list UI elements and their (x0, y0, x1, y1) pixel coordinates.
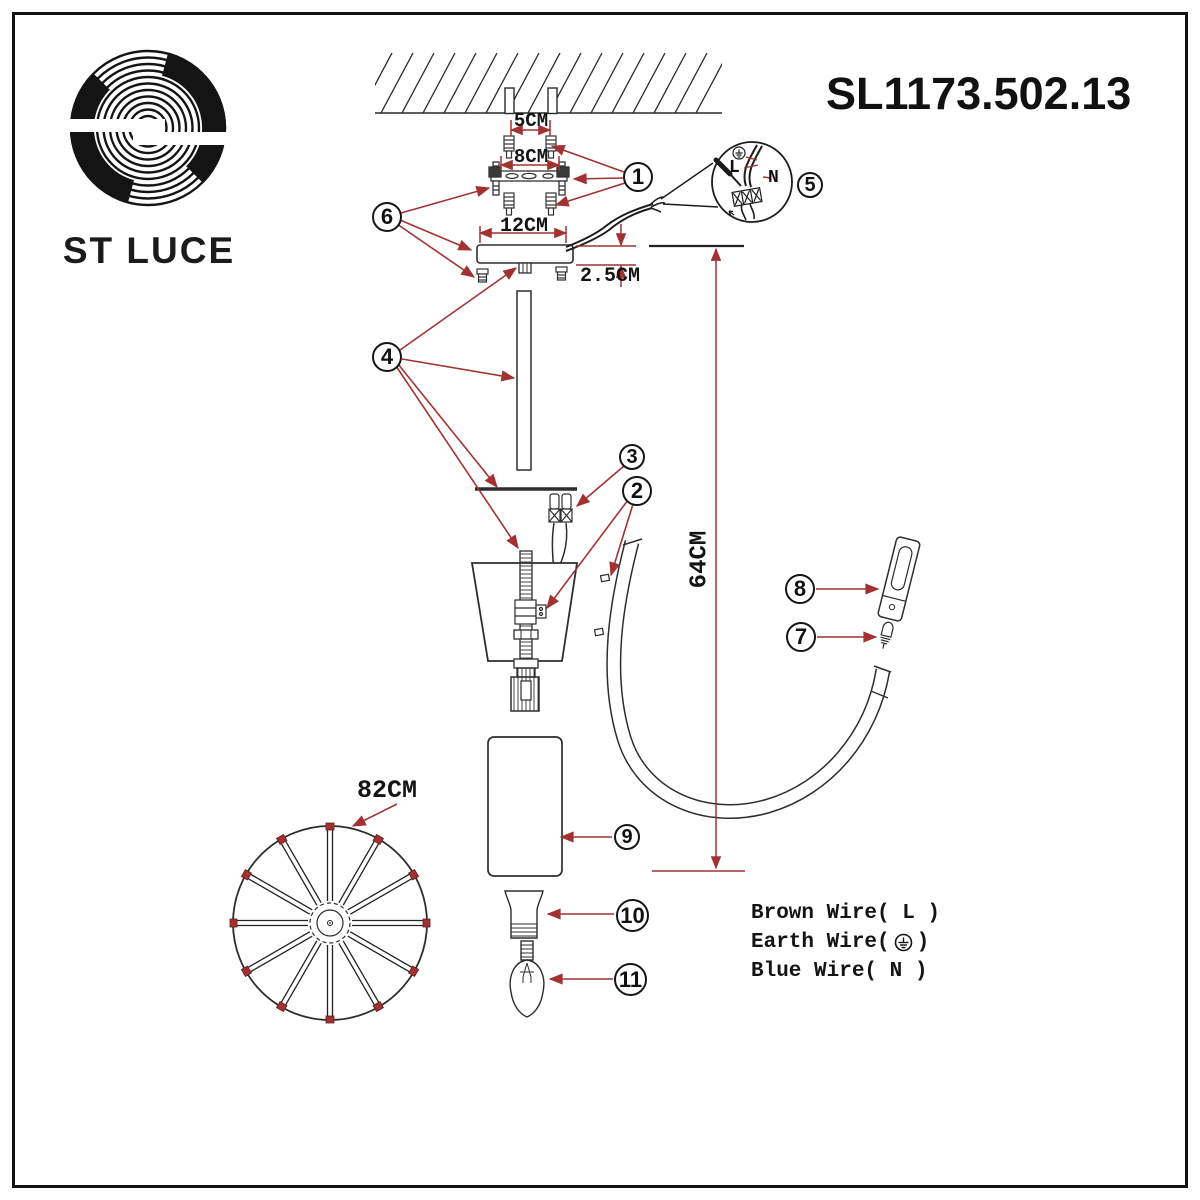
callout-7: 7 (786, 622, 816, 652)
callout-11: 11 (614, 963, 647, 996)
wiring-detail-balloon (660, 141, 793, 223)
dimension-lines (478, 120, 745, 872)
callout-leaders (351, 145, 880, 985)
earth-ground-icon (894, 933, 912, 952)
dim-canopy-height: 2.5CM (580, 265, 641, 288)
mounting-bracket (488, 161, 570, 196)
socket-assembly (470, 487, 579, 712)
callout-10: 10 (616, 899, 649, 932)
live-wire-label: L (729, 158, 740, 178)
legend-earth-wire: Earth Wire( ) (751, 931, 930, 954)
legend-brown-wire: Brown Wire( L ) (751, 902, 941, 925)
small-bulb (880, 621, 894, 649)
wire-legend: Brown Wire( L ) Earth Wire( ) Blue Wire(… (751, 899, 940, 986)
neutral-wire-label: N (768, 168, 779, 188)
tube-end-cap (877, 536, 921, 622)
ceiling-canopy (476, 244, 574, 283)
dim-anchor-spacing: 5CM (513, 110, 549, 132)
candle-bulb (509, 940, 545, 1018)
stluce-logo-icon (63, 49, 235, 207)
callout-5: 5 (797, 172, 823, 198)
screwdriver-icon (713, 157, 742, 187)
socket-cover (504, 890, 544, 939)
ceiling-hatch (375, 53, 722, 115)
dim-canopy-diameter: 12CM (499, 215, 548, 238)
dim-ring-diameter: 82CM (357, 776, 418, 805)
logo-text: ST LUCE (62, 230, 236, 271)
dim-drop-height: 64CM (686, 530, 714, 589)
legend-blue-wire: Blue Wire( N ) (751, 960, 928, 983)
wire-connectors (548, 493, 573, 523)
curved-tube (593, 538, 892, 819)
callout-9: 9 (614, 824, 640, 850)
dim-bracket-width: 8CM (513, 146, 549, 168)
mains-cable (565, 196, 666, 252)
hanging-rod (516, 290, 532, 471)
cylinder-shade (487, 736, 563, 877)
terminal-block (514, 599, 547, 625)
callout-1: 1 (623, 162, 653, 192)
drill-holes (504, 87, 558, 115)
product-code: SL1173.502.13 (826, 68, 1132, 119)
callout-4: 4 (372, 342, 402, 372)
spoke-ring (229, 822, 431, 1024)
callout-2: 2 (622, 476, 652, 506)
earth-symbol-icon (732, 146, 746, 160)
callout-3: 3 (619, 444, 645, 470)
callout-8: 8 (785, 574, 815, 604)
callout-6: 6 (372, 202, 402, 232)
